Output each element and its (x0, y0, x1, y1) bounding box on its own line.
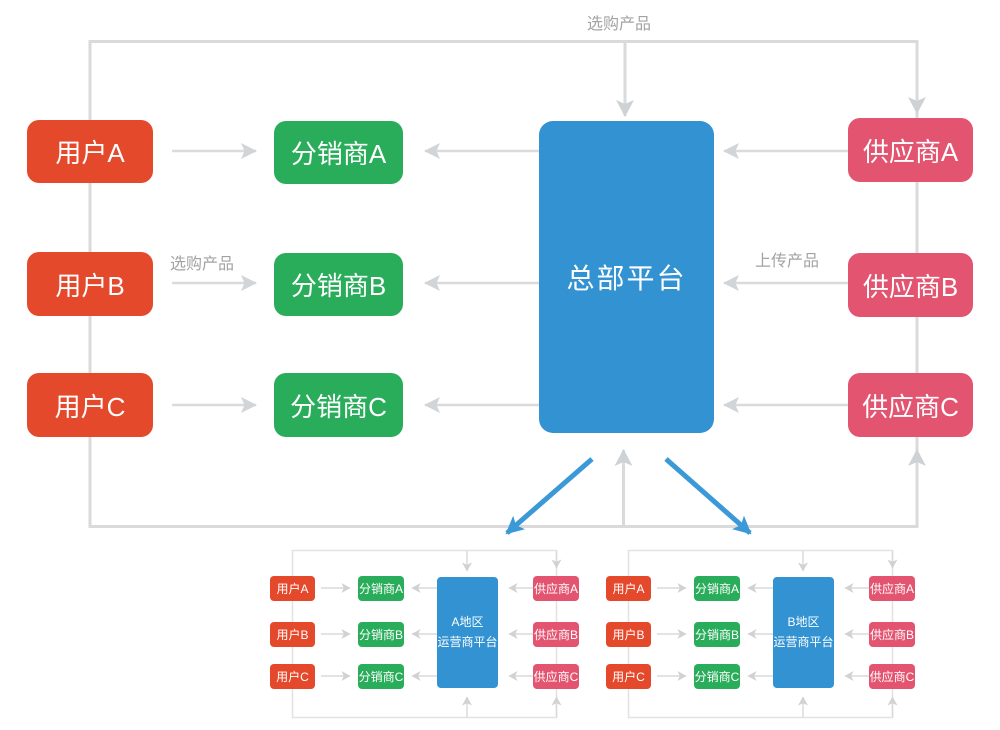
distributor-c-node: 分销商C (274, 373, 403, 437)
upload-flow-label: 上传产品 (755, 253, 820, 270)
supplier-b-node: 供应商B (848, 253, 973, 317)
supplier-a-node: 供应商A (848, 118, 973, 182)
user-a-node: 用户A (27, 120, 153, 183)
user-c-node: 用户C (27, 373, 153, 437)
region-b-distributor-b-node: 分销商B (694, 622, 740, 647)
region-b-user-c-node: 用户C (606, 664, 651, 689)
supplier-c-node: 供应商C (848, 373, 973, 437)
region-a-user-b-node: 用户B (270, 622, 315, 647)
user-b-node: 用户B (27, 252, 153, 316)
region-a-user-a-node: 用户A (270, 576, 315, 601)
purchase-flow-label: 选购产品 (170, 256, 235, 273)
region-a-platform-node: A地区 运营商平台 (437, 577, 498, 688)
region-a-platform-line2: 运营商平台 (437, 634, 498, 649)
region-a-platform-line1: A地区 (451, 615, 484, 630)
region-a-supplier-c-node: 供应商C (533, 664, 579, 689)
region-a-wires (291, 549, 562, 719)
region-b-supplier-b-node: 供应商B (869, 622, 915, 647)
region-b-supplier-a-node: 供应商A (869, 576, 915, 601)
region-b-platform-line1: B地区 (787, 615, 820, 630)
region-b-user-b-node: 用户B (606, 622, 651, 647)
main-row-arrows (172, 143, 848, 413)
hq-platform-node: 总部平台 (539, 121, 714, 433)
top-flow-label: 选购产品 (587, 16, 652, 33)
region-a-distributor-b-node: 分销商B (358, 622, 404, 647)
region-a-distributor-a-node: 分销商A (358, 576, 404, 601)
region-b-distributor-a-node: 分销商A (694, 576, 740, 601)
region-b-distributor-c-node: 分销商C (694, 664, 740, 689)
hq-to-region-arrows (505, 457, 752, 535)
region-b-user-a-node: 用户A (606, 576, 651, 601)
distributor-b-node: 分销商B (274, 253, 403, 316)
region-a-supplier-a-node: 供应商A (533, 576, 579, 601)
region-a-distributor-c-node: 分销商C (358, 664, 404, 689)
region-b-supplier-c-node: 供应商C (869, 664, 915, 689)
distributor-a-node: 分销商A (274, 121, 403, 184)
main-feed-arrows (614, 43, 926, 526)
region-a-user-c-node: 用户C (270, 664, 315, 689)
region-b-platform-line2: 运营商平台 (773, 634, 834, 649)
region-b-wires (627, 549, 898, 719)
region-b-platform-node: B地区 运营商平台 (773, 577, 834, 688)
region-a-supplier-b-node: 供应商B (533, 622, 579, 647)
